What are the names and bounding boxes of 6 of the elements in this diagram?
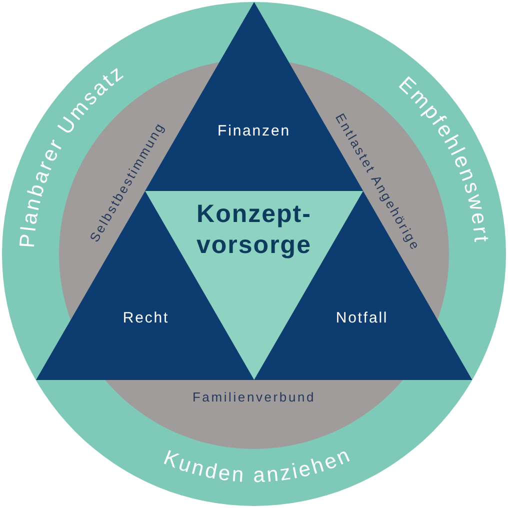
ring-label: Kunden anziehen (160, 443, 355, 488)
ring-label: Familienverbund (192, 390, 316, 404)
center-label: Konzept- vorsorge (195, 199, 312, 261)
segment-label: Notfall (336, 310, 388, 326)
segment-label: Finanzen (218, 122, 290, 140)
segment-label: Recht (122, 310, 170, 326)
